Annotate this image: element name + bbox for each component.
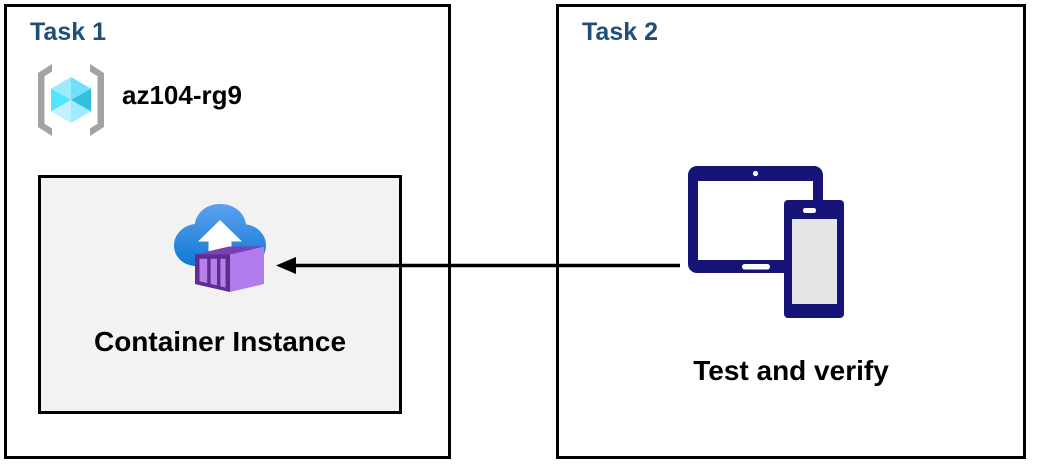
test-and-verify-label: Test and verify <box>693 355 889 386</box>
resource-group-icon <box>30 60 112 140</box>
resource-group-name: az104-rg9 <box>122 80 242 110</box>
container-instance-label: Container Instance <box>93 326 347 357</box>
task-2-title: Task 2 <box>582 18 658 46</box>
flow-arrow <box>270 250 685 282</box>
task-1-title: Task 1 <box>30 18 106 46</box>
devices-tablet-phone-icon <box>685 162 875 332</box>
container-instance-icon <box>168 196 272 296</box>
